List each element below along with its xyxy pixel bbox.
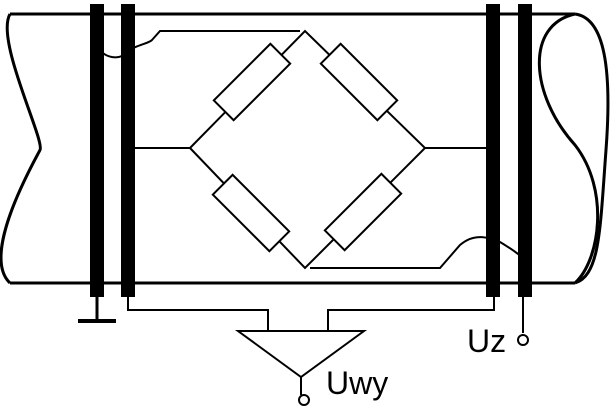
- supply-voltage-label: Uz: [467, 323, 506, 359]
- strain-gauge-top-left: [212, 42, 292, 122]
- amplifier-input-wires: [127, 297, 495, 330]
- supply-terminal: [517, 297, 529, 346]
- slip-ring-3: [486, 4, 500, 297]
- wiring: [95, 30, 526, 269]
- slip-ring-4: [518, 4, 532, 297]
- wheatstone-bridge: [189, 29, 427, 270]
- slip-ring-2: [121, 4, 135, 297]
- shaft-body: [0, 12, 610, 285]
- strain-gauge-bottom-right: [323, 172, 403, 252]
- output-voltage-label: Uwy: [326, 365, 388, 401]
- ground-symbol: [78, 297, 116, 323]
- amplifier-symbol: [234, 330, 368, 406]
- strain-gauge-top-right: [319, 42, 399, 122]
- slip-rings: [90, 4, 532, 297]
- strain-gauges: [211, 42, 403, 253]
- slip-ring-1: [90, 4, 104, 297]
- strain-gauge-bottom-left: [211, 173, 291, 253]
- output-terminal: [298, 394, 310, 406]
